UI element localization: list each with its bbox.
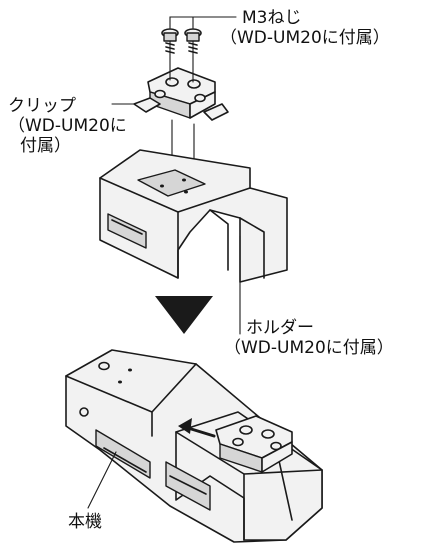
body-label: 本機 [68,512,102,532]
screw-label: M3ねじ （WD-UM20に付属） [220,8,390,48]
clip-label: クリップ （WD-UM20に 付属） [8,96,127,156]
holder-label-line2: （WD-UM20に付属） [224,338,394,358]
down-triangle-arrow [155,296,213,334]
screw-label-line2: （WD-UM20に付属） [220,28,390,48]
screw-leader-line [169,16,237,29]
holder-label: ホルダー （WD-UM20に付属） [224,318,394,358]
holder-part [99,149,288,283]
screw-label-line1: M3ねじ [242,8,302,28]
body-label-line1: 本機 [68,512,102,532]
clip-label-line3: 付属） [20,136,71,156]
slide-direction-arrow [178,418,216,438]
clip-label-line2: （WD-UM20に [8,116,127,136]
holder-label-line1: ホルダー [246,318,314,338]
clip-label-line1: クリップ [8,96,76,116]
holder-mounted [165,411,323,541]
clip-part [133,67,229,121]
clip-mounted [215,415,293,473]
m3-screw-icon [161,28,202,59]
body-leader-line [87,451,117,509]
